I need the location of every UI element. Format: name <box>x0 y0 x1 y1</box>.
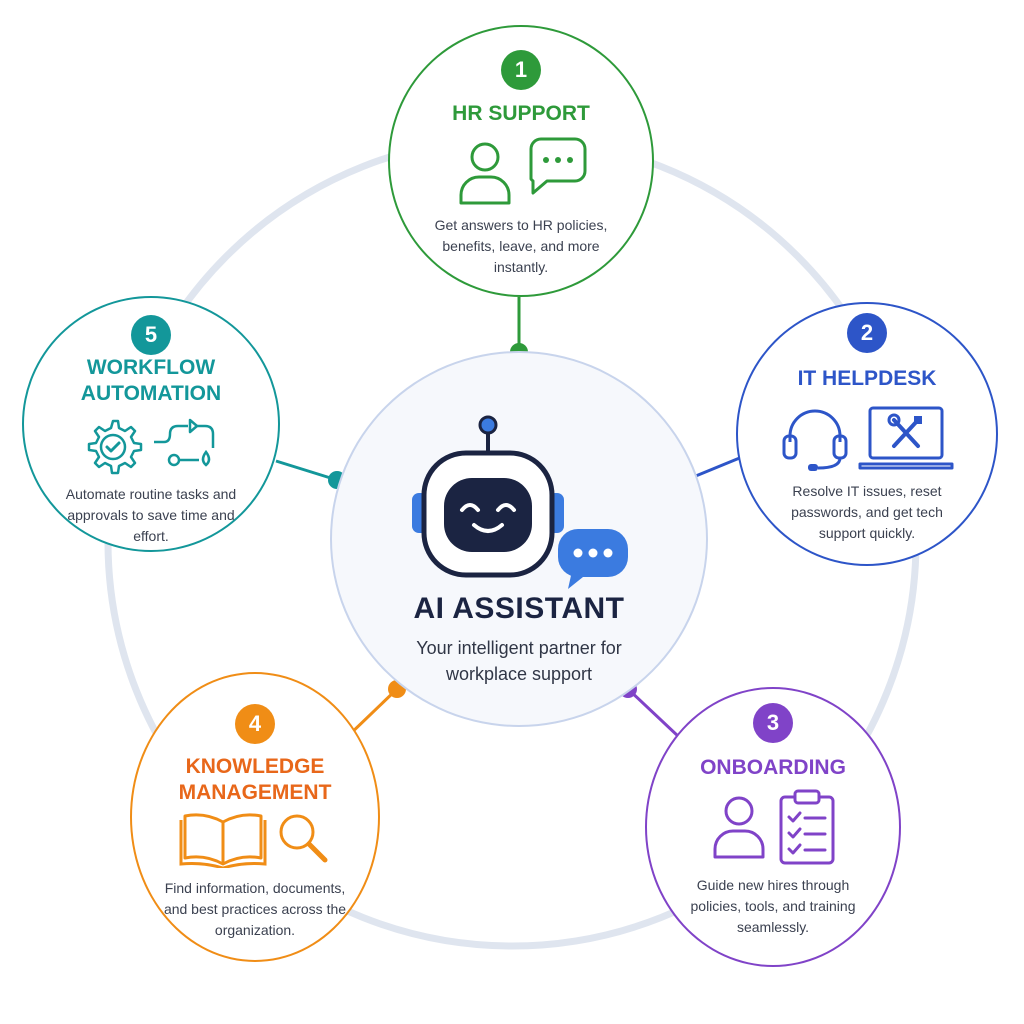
node-title: ONBOARDING <box>700 756 846 779</box>
node-title: IT HELPDESK <box>797 367 937 390</box>
node-icons <box>390 135 652 207</box>
node-icons <box>132 810 378 868</box>
node-description: Resolve IT issues, reset passwords, and … <box>791 483 943 541</box>
node-title: KNOWLEDGE MANAGEMENT <box>178 755 332 804</box>
flow-icon <box>154 418 215 467</box>
node-workflow-automation: 5 WORKFLOW AUTOMATION Automate routine t… <box>22 296 280 552</box>
connector-workflow <box>275 459 338 482</box>
connector-onboarding <box>626 687 681 739</box>
node-description: Get answers to HR policies, benefits, le… <box>434 217 608 275</box>
node-icons <box>24 416 278 478</box>
clipboard-checklist-icon <box>779 789 835 865</box>
number-badge: 1 <box>501 50 541 90</box>
center-title: AI ASSISTANT <box>413 592 625 625</box>
node-description: Automate routine tasks and approvals to … <box>65 486 237 544</box>
node-icons <box>647 789 899 865</box>
node-knowledge-management: 4 KNOWLEDGE MANAGEMENT Find information,… <box>130 672 380 962</box>
number-badge: 3 <box>753 703 793 743</box>
node-title: HR SUPPORT <box>452 102 590 125</box>
robot-icon <box>412 415 628 589</box>
center-subtitle: Your intelligent partner for workplace s… <box>416 638 622 684</box>
laptop-tools-icon <box>858 406 954 470</box>
gear-check-icon <box>87 419 143 475</box>
node-hr-support: 1 HR SUPPORT Get answers to HR policies,… <box>388 25 654 297</box>
number-badge: 5 <box>131 315 171 355</box>
node-onboarding: 3 ONBOARDING Guide new hires through pol… <box>645 687 901 967</box>
node-it-helpdesk: 2 IT HELPDESK Resolve IT issues, reset p… <box>736 302 998 566</box>
person-icon <box>713 796 765 859</box>
magnifier-icon <box>279 814 328 863</box>
node-description: Guide new hires through policies, tools,… <box>690 877 856 935</box>
open-book-icon <box>179 813 267 868</box>
node-icons <box>738 404 996 474</box>
number-badge: 2 <box>847 313 887 353</box>
number-badge: 4 <box>235 704 275 744</box>
person-icon <box>459 142 511 205</box>
headset-icon <box>782 409 848 471</box>
ai-assistant-hub: AI ASSISTANT Your intelligent partner fo… <box>330 351 708 727</box>
node-title: WORKFLOW AUTOMATION <box>80 356 222 405</box>
chat-bubble-icon <box>529 137 587 195</box>
node-description: Find information, documents, and best pr… <box>163 880 347 938</box>
chat-bubble-icon <box>558 529 628 589</box>
